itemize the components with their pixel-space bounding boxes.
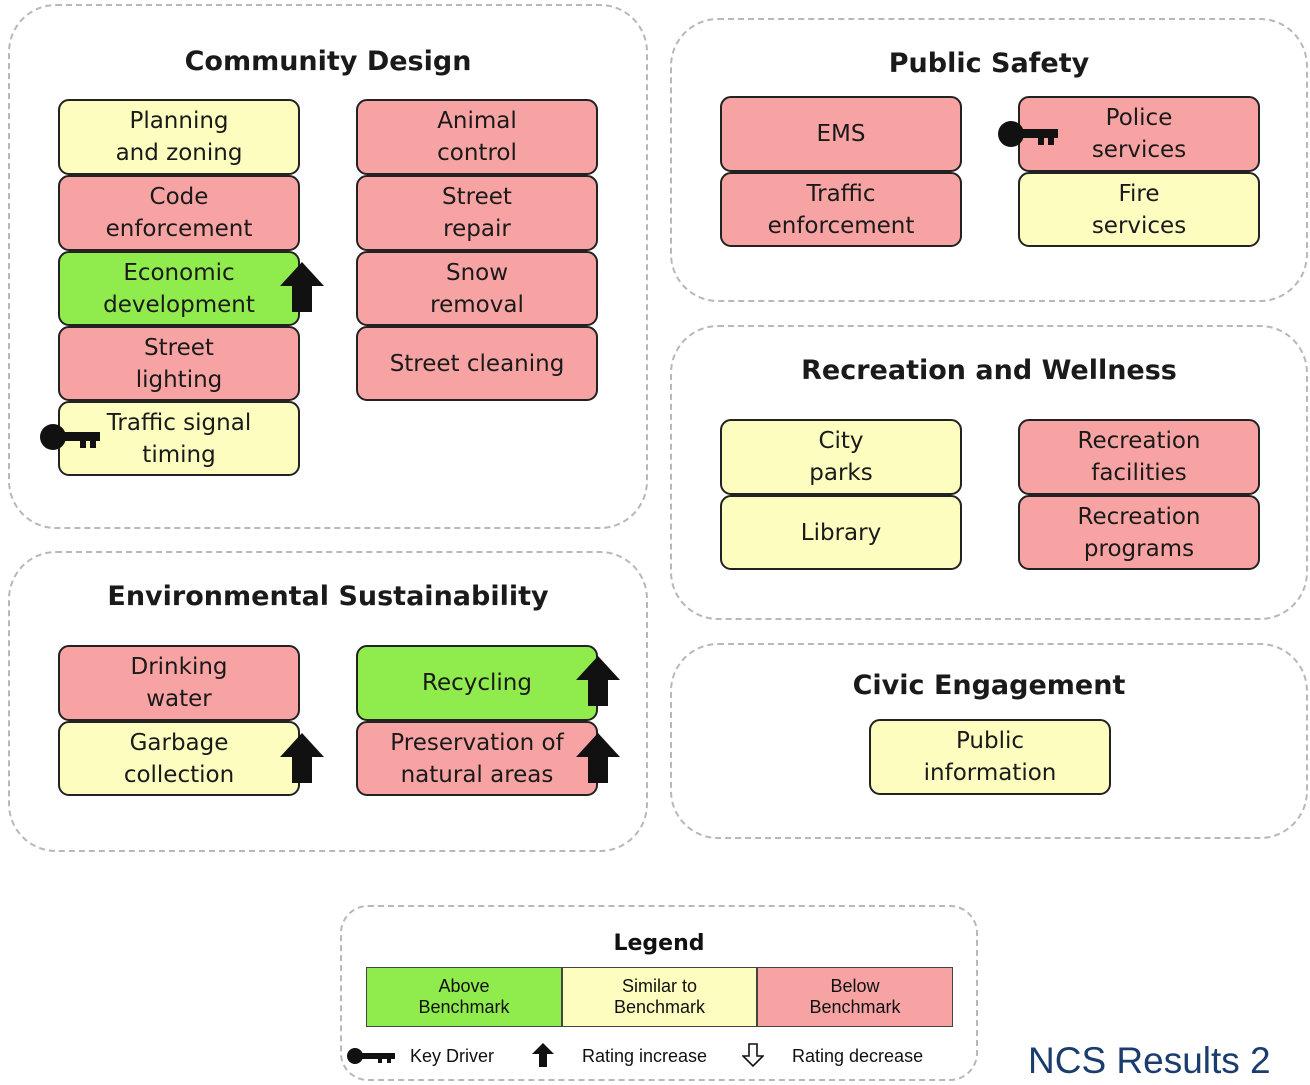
rating-increase-arrow-icon — [576, 656, 620, 706]
service-animal-control: Animal control — [356, 99, 598, 175]
service-traffic-enforcement: Traffic enforcement — [720, 172, 962, 247]
service-fire-services: Fire services — [1018, 172, 1260, 247]
service-street-cleaning: Street cleaning — [356, 326, 598, 401]
group-title: Civic Engagement — [852, 670, 1126, 701]
rating-increase-arrow-icon — [280, 733, 324, 783]
legend-title: Legend — [613, 931, 705, 956]
service-snow-removal: Snow removal — [356, 251, 598, 326]
group-community-design: Community Design — [8, 4, 648, 529]
service-code-enforcement: Code enforcement — [58, 175, 300, 251]
legend-rating-decrease-label: Rating decrease — [792, 1046, 924, 1066]
key-icon — [998, 121, 1058, 147]
group-public-safety: Public Safety — [670, 18, 1308, 302]
service-garbage-collection: Garbage collection — [58, 721, 300, 796]
legend: Legend Above Benchmark Similar to Benchm… — [340, 905, 978, 1081]
service-drinking-water: Drinking water — [58, 645, 300, 721]
service-recycling: Recycling — [356, 645, 598, 721]
legend-rating-increase-label: Rating increase — [582, 1046, 708, 1066]
footer-caption: NCS Results 2 — [1028, 1040, 1271, 1081]
service-library: Library — [720, 495, 962, 570]
service-street-lighting: Street lighting — [58, 326, 300, 401]
service-economic-development: Economic development — [58, 251, 300, 326]
rating-increase-arrow-icon — [576, 733, 620, 783]
service-police-services: Police services — [1018, 96, 1260, 172]
group-title: Recreation and Wellness — [801, 355, 1177, 386]
rating-increase-arrow-icon — [532, 1043, 554, 1067]
group-environmental-sustainability: Environmental Sustainability — [8, 551, 648, 852]
service-street-repair: Street repair — [356, 175, 598, 251]
group-civic-engagement: Civic Engagement — [670, 643, 1308, 839]
legend-key-driver-label: Key Driver — [410, 1046, 495, 1066]
service-city-parks: City parks — [720, 419, 962, 495]
group-recreation-wellness: Recreation and Wellness — [670, 325, 1308, 620]
service-preservation-natural-areas: Preservation of natural areas — [356, 721, 598, 796]
rating-increase-arrow-icon — [280, 262, 324, 312]
group-title: Public Safety — [888, 48, 1090, 79]
rating-decrease-arrow-icon — [742, 1043, 764, 1067]
legend-below-benchmark: Below Benchmark — [757, 967, 953, 1027]
service-public-information: Public information — [869, 719, 1111, 795]
legend-above-benchmark: Above Benchmark — [366, 967, 562, 1027]
service-recreation-programs: Recreation programs — [1018, 495, 1260, 570]
group-title: Community Design — [184, 46, 472, 77]
key-icon — [40, 424, 100, 450]
service-traffic-signal-timing: Traffic signal timing — [58, 401, 300, 476]
service-ems: EMS — [720, 96, 962, 172]
group-title: Environmental Sustainability — [107, 581, 549, 612]
legend-similar-benchmark: Similar to Benchmark — [562, 967, 757, 1027]
key-icon — [347, 1048, 395, 1064]
service-planning-zoning: Planning and zoning — [58, 99, 300, 175]
service-recreation-facilities: Recreation facilities — [1018, 419, 1260, 495]
